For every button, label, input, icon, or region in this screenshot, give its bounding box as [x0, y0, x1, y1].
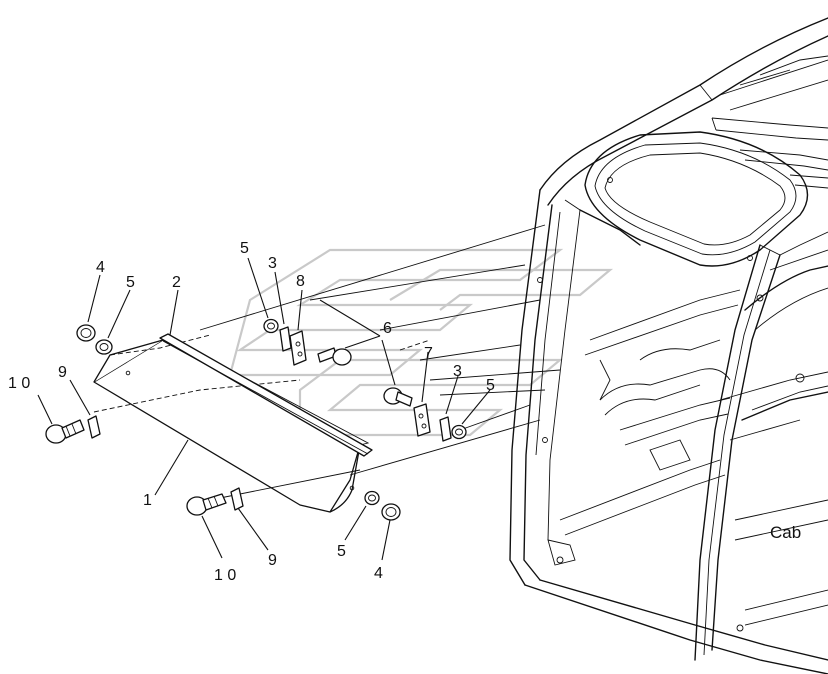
sun-visor-panel [93, 334, 370, 513]
bolt-6-left [317, 347, 352, 366]
spacer-3-right [439, 416, 452, 442]
collar-5-right [451, 424, 467, 440]
callout-4-upper: 4 [96, 259, 105, 276]
callout-5-upper-left: 5 [126, 274, 135, 291]
callout-9-lower: 9 [268, 552, 277, 569]
collar-5-upper-left [95, 339, 113, 355]
callout-8: 8 [296, 273, 305, 290]
cap-nut-4-lower [381, 503, 401, 521]
callout-2: 2 [172, 274, 181, 291]
bracket-8 [289, 330, 307, 366]
bolt-10-lower [186, 493, 227, 516]
clip-9-lower [230, 487, 244, 511]
collar-5-lower [364, 490, 380, 506]
callout-10-upper: 1 0 [8, 375, 30, 392]
collar-5-upper-right [263, 318, 279, 334]
callout-5-right: 5 [486, 377, 495, 394]
callout-5-lower: 5 [337, 543, 346, 560]
callout-1: 1 [143, 492, 152, 509]
bolt-6-right [383, 387, 413, 407]
callout-6: 6 [383, 320, 392, 337]
callout-4-lower: 4 [374, 565, 383, 582]
callout-10-lower: 1 0 [214, 567, 236, 584]
cab-label: Cab [770, 523, 801, 542]
bolt-10-upper [45, 419, 85, 444]
cap-nut-4-upper [76, 324, 96, 342]
callout-leaders [37, 257, 491, 561]
weather-strip [159, 333, 373, 457]
callout-7: 7 [424, 345, 433, 362]
bracket-7 [413, 403, 431, 437]
clip-9-upper [87, 415, 101, 439]
callout-numbers: 4 5 2 5 3 8 6 7 3 5 1 0 9 1 1 0 9 5 4 Ca… [8, 240, 801, 584]
cab-frame [509, 17, 828, 674]
callout-9-upper: 9 [58, 364, 67, 381]
callout-3-right: 3 [453, 363, 462, 380]
callout-3-upper: 3 [268, 255, 277, 272]
callout-5-upper-right: 5 [240, 240, 249, 257]
hardware-parts [45, 318, 467, 521]
